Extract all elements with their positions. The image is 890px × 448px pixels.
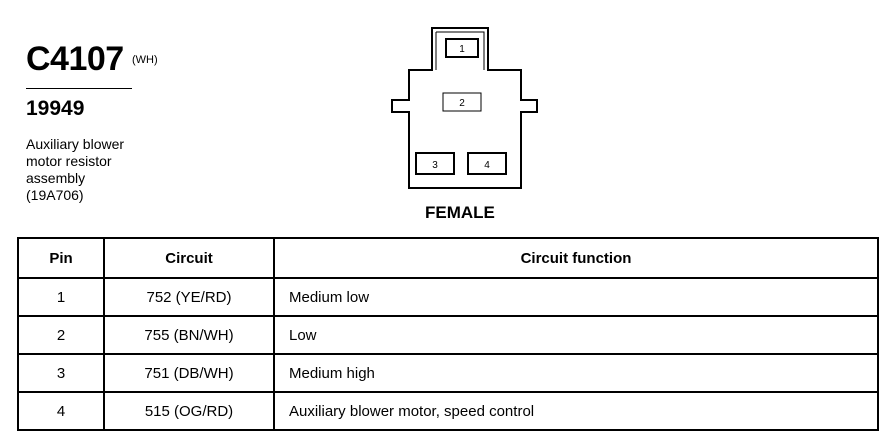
- column-header-circuit: Circuit: [103, 237, 275, 279]
- cavity-4: 4: [467, 152, 507, 175]
- function-cell: Medium low: [273, 277, 879, 317]
- description-line: assembly: [26, 170, 86, 186]
- part-number: 19949: [26, 97, 85, 120]
- function-cell: Auxiliary blower motor, speed control: [273, 391, 879, 431]
- cavity-2: 2: [442, 92, 482, 112]
- table-row: 3 751 (DB/WH) Medium high: [17, 353, 879, 393]
- cavity-label: 1: [459, 44, 465, 55]
- column-header-pin: Pin: [17, 237, 105, 279]
- table-header-row: Pin Circuit Circuit function: [17, 237, 879, 279]
- connector-description: Auxiliary blower motor resistor assembly…: [26, 136, 186, 204]
- pin-cell: 4: [17, 391, 105, 431]
- connector-color: (WH): [132, 54, 158, 66]
- description-line: (19A706): [26, 187, 84, 203]
- pin-table: Pin Circuit Circuit function 1 752 (YE/R…: [17, 237, 879, 431]
- function-cell: Medium high: [273, 353, 879, 393]
- table-row: 4 515 (OG/RD) Auxiliary blower motor, sp…: [17, 391, 879, 431]
- cavity-label: 3: [432, 160, 438, 171]
- column-header-circuit-function: Circuit function: [273, 237, 879, 279]
- circuit-cell: 752 (YE/RD): [103, 277, 275, 317]
- connector-housing-outline: [391, 27, 538, 189]
- pin-cell: 2: [17, 315, 105, 355]
- cavity-label: 4: [484, 160, 490, 171]
- table-row: 1 752 (YE/RD) Medium low: [17, 277, 879, 317]
- description-line: Auxiliary blower: [26, 136, 125, 152]
- pin-cell: 1: [17, 277, 105, 317]
- function-cell: Low: [273, 315, 879, 355]
- title-underline: [26, 88, 132, 89]
- cavity-label: 2: [459, 98, 465, 109]
- circuit-cell: 755 (BN/WH): [103, 315, 275, 355]
- cavity-1: 1: [445, 38, 479, 58]
- connector-id: C4107: [26, 40, 124, 78]
- circuit-cell: 515 (OG/RD): [103, 391, 275, 431]
- pin-cell: 3: [17, 353, 105, 393]
- cavity-3: 3: [415, 152, 455, 175]
- connector-face-diagram: 1 2 3 4: [391, 27, 538, 189]
- table-row: 2 755 (BN/WH) Low: [17, 315, 879, 355]
- connector-gender-label: FEMALE: [425, 203, 495, 222]
- description-line: motor resistor: [26, 153, 112, 169]
- circuit-cell: 751 (DB/WH): [103, 353, 275, 393]
